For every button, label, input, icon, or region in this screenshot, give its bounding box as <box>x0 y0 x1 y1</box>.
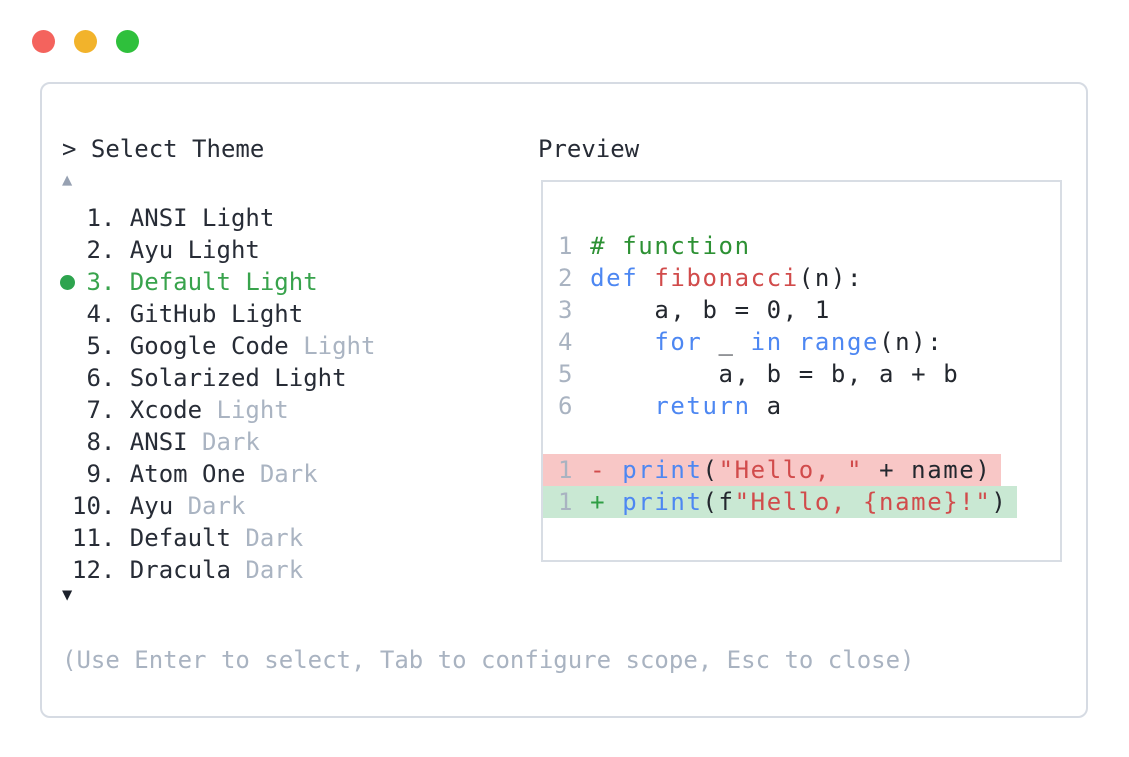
keyboard-hint: (Use Enter to select, Tab to configure s… <box>62 646 915 674</box>
theme-list-item-label: 2. Ayu Light <box>72 236 260 264</box>
code-line: 6 return a <box>558 392 783 420</box>
diff-minus-marker: - <box>590 456 607 484</box>
theme-prompt: > Select Theme <box>62 135 265 163</box>
line-number: 1 <box>558 488 575 516</box>
theme-list-item-label: 10. Ayu Dark <box>72 492 246 520</box>
theme-list-item-label: 9. Atom One Dark <box>72 460 318 488</box>
theme-list-item[interactable]: 10. Ayu Dark <box>72 490 375 522</box>
theme-list-item[interactable]: 4. GitHub Light <box>72 298 375 330</box>
theme-list-item-label: 5. Google Code Light <box>72 332 376 360</box>
theme-list-item[interactable]: 8. ANSI Dark <box>72 426 375 458</box>
line-number: 1 <box>558 232 575 260</box>
theme-list-item[interactable]: 9. Atom One Dark <box>72 458 375 490</box>
theme-list-item[interactable]: 5. Google Code Light <box>72 330 375 362</box>
line-number: 4 <box>558 328 575 356</box>
code-line: 3 a, b = 0, 1 <box>558 296 831 324</box>
code-line: 5 a, b = b, a + b <box>558 360 960 388</box>
code-line: 2 def fibonacci(n): <box>558 264 863 292</box>
theme-list-item-label: 6. Solarized Light <box>72 364 347 392</box>
theme-list-item[interactable]: 7. Xcode Light <box>72 394 375 426</box>
theme-picker-window: > Select Theme Preview ▲ 1. ANSI Light 2… <box>40 82 1088 718</box>
theme-list-item-label: 11. Default Dark <box>72 524 304 552</box>
theme-list-item-label: 4. GitHub Light <box>72 300 304 328</box>
diff-plus-marker: + <box>590 488 607 516</box>
theme-list-item-label: 3. Default Light <box>72 268 318 296</box>
theme-list-item[interactable]: 3. Default Light <box>60 266 375 298</box>
line-number: 2 <box>558 264 575 292</box>
code-line: 1 # function <box>558 232 751 260</box>
theme-list-item[interactable]: 2. Ayu Light <box>72 234 375 266</box>
theme-list-item[interactable]: 12. Dracula Dark <box>72 554 375 586</box>
line-number: 5 <box>558 360 575 388</box>
preview-label: Preview <box>538 135 640 163</box>
theme-list-item-label: 12. Dracula Dark <box>72 556 304 584</box>
theme-list-item[interactable]: 6. Solarized Light <box>72 362 375 394</box>
theme-list-item[interactable]: 1. ANSI Light <box>72 202 375 234</box>
close-button[interactable] <box>32 30 55 53</box>
theme-list-item-label: 8. ANSI Dark <box>72 428 260 456</box>
scroll-down-icon[interactable]: ▼ <box>62 585 73 605</box>
line-number: 6 <box>558 392 575 420</box>
code-line-diff-removed: 1 - print("Hello, " + name) <box>543 454 1060 486</box>
theme-list: 1. ANSI Light 2. Ayu Light 3. Default Li… <box>60 202 375 586</box>
theme-list-item-label: 1. ANSI Light <box>72 204 275 232</box>
selected-indicator-icon <box>60 275 75 290</box>
zoom-button[interactable] <box>116 30 139 53</box>
code-line <box>543 422 1060 454</box>
code-line-diff-added: 1 + print(f"Hello, {name}!") <box>543 486 1060 518</box>
window-controls <box>32 30 139 53</box>
line-number: 3 <box>558 296 575 324</box>
minimize-button[interactable] <box>74 30 97 53</box>
code-line: 4 for _ in range(n): <box>558 328 944 356</box>
scroll-up-icon[interactable]: ▲ <box>62 170 73 190</box>
line-number: 1 <box>558 456 575 484</box>
code-preview-panel: 1 # function 2 def fibonacci(n): 3 a, b = … <box>541 180 1062 562</box>
theme-list-item[interactable]: 11. Default Dark <box>72 522 375 554</box>
theme-list-item-label: 7. Xcode Light <box>72 396 289 424</box>
